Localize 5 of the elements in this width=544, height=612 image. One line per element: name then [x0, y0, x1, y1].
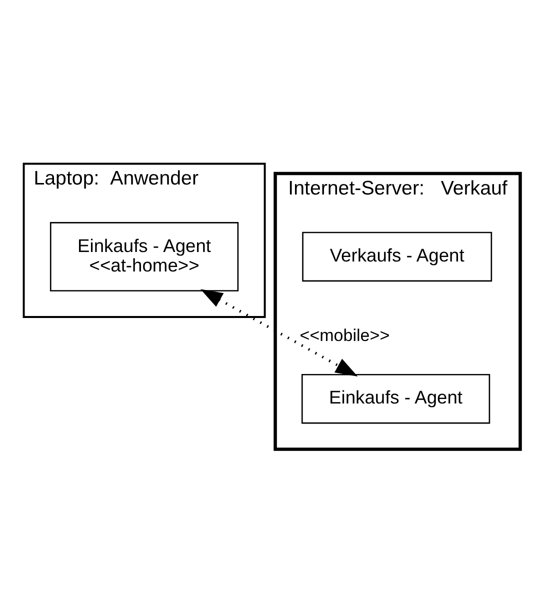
edge-label: <<mobile>>: [300, 326, 390, 345]
node-box: Verkaufs - Agent: [302, 231, 492, 282]
node-box: Einkaufs - Agent: [301, 373, 490, 424]
node-box: Einkaufs - Agent <<at-home>>: [50, 222, 239, 291]
arrow: [200, 288, 358, 376]
